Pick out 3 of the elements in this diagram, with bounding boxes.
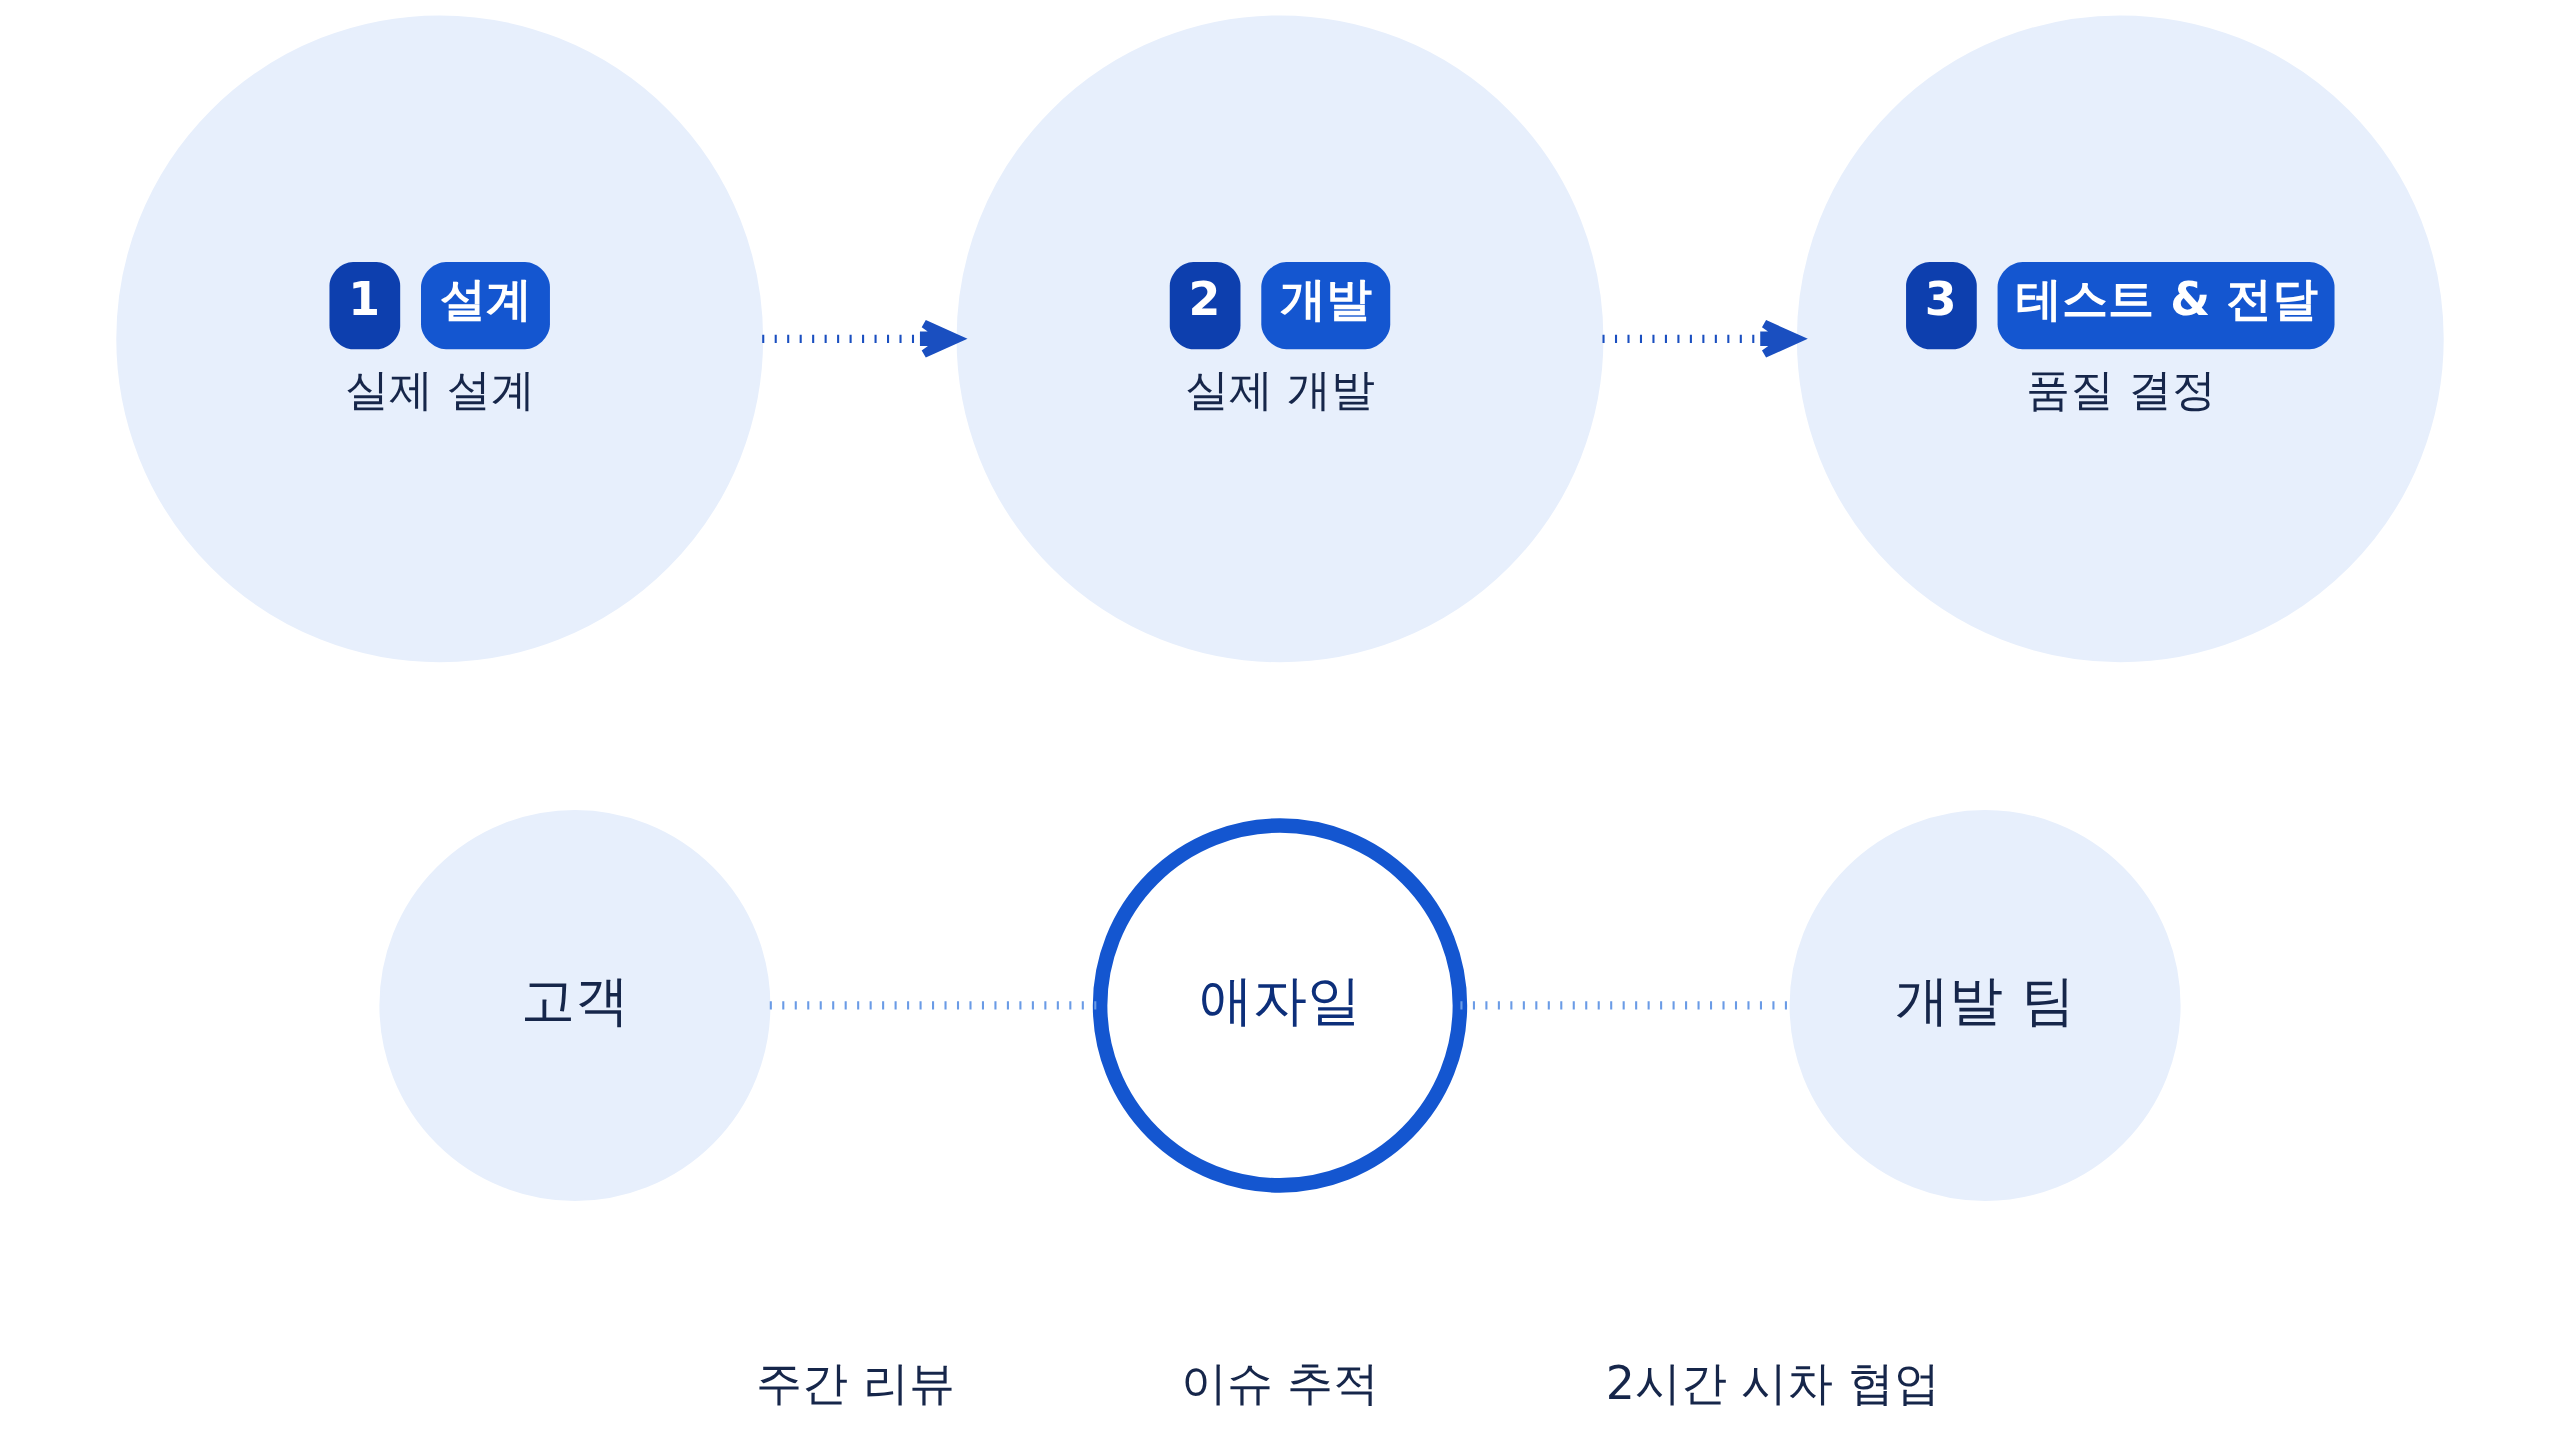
label: 이슈 추적 <box>1180 1356 1380 1410</box>
label: 주간 리뷰 <box>756 1356 955 1410</box>
label: 2시간 시차 협업 <box>1605 1356 1941 1410</box>
